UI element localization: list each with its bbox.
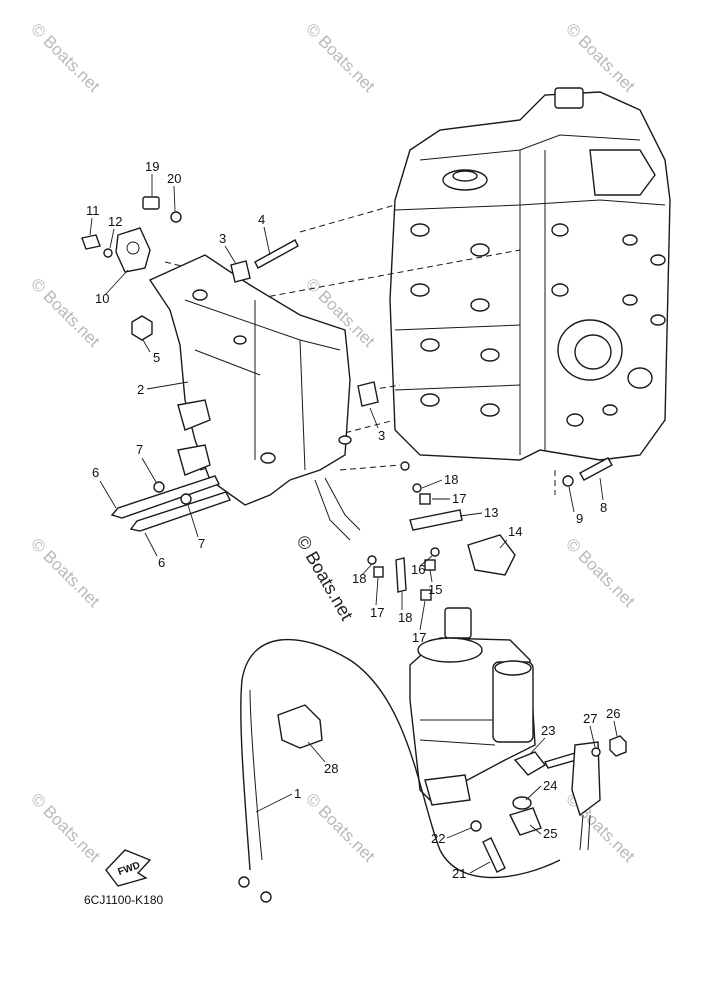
callout-8: 8	[600, 500, 607, 515]
callout-6-upper: 6	[92, 465, 99, 480]
callout-21: 21	[452, 866, 466, 881]
callout-9: 9	[576, 511, 583, 526]
callout-3-upper: 3	[219, 231, 226, 246]
small-parts-upper	[81, 196, 379, 407]
engine-block	[389, 87, 671, 461]
watermark: © Boats.net	[562, 534, 639, 611]
clamp-part	[277, 704, 323, 749]
watermark: © Boats.net	[27, 274, 104, 351]
callout-17-left: 17	[370, 605, 384, 620]
callout-18-left: 18	[352, 571, 366, 586]
watermark: © Boats.net	[302, 789, 379, 866]
callout-26: 26	[606, 706, 620, 721]
callout-3-lower: 3	[378, 428, 385, 443]
callout-25: 25	[543, 826, 557, 841]
center-watermark: © Boats.net	[293, 532, 357, 624]
callout-27: 27	[583, 711, 597, 726]
callout-22: 22	[431, 831, 445, 846]
starter-motor	[409, 607, 536, 806]
watermark: © Boats.net	[27, 534, 104, 611]
callout-5: 5	[153, 350, 160, 365]
callout-11: 11	[86, 203, 100, 218]
diagram-code: 6CJ1100-K180	[84, 893, 163, 907]
callout-18-right: 18	[444, 472, 458, 487]
callout-4: 4	[258, 212, 265, 227]
callout-10: 10	[95, 291, 109, 306]
callout-1: 1	[294, 786, 301, 801]
callout-7-upper: 7	[136, 442, 143, 457]
callout-20: 20	[167, 171, 181, 186]
terminals-center	[314, 461, 516, 601]
callout-6-lower: 6	[158, 555, 165, 570]
watermark: © Boats.net	[27, 19, 104, 96]
watermark: © Boats.net	[562, 789, 639, 866]
fwd-arrow: FWD	[105, 849, 152, 887]
callout-2: 2	[137, 382, 144, 397]
callout-28: 28	[324, 761, 338, 776]
small-parts-lower-right	[470, 735, 627, 873]
bolt-right	[562, 457, 613, 487]
callout-14: 14	[508, 524, 522, 539]
engine-bosses	[410, 223, 666, 427]
callout-13: 13	[484, 505, 498, 520]
callout-18-mid: 18	[398, 610, 412, 625]
callout-7-lower: 7	[198, 536, 205, 551]
bracket-part	[148, 254, 352, 506]
callout-17-right: 17	[452, 491, 466, 506]
callout-15: 15	[428, 582, 442, 597]
battery-cable	[238, 638, 561, 903]
callout-layer: 19 20 11 12 10 4 3 5 2 7 6 6 7 3 18 17 1…	[86, 159, 620, 881]
callout-23: 23	[541, 723, 555, 738]
bolts-left	[110, 475, 231, 532]
callout-12: 12	[108, 214, 122, 229]
callout-17-mid: 17	[412, 630, 426, 645]
watermark: © Boats.net	[27, 789, 104, 866]
callout-24: 24	[543, 778, 557, 793]
watermark: © Boats.net	[302, 19, 379, 96]
watermark: © Boats.net	[562, 19, 639, 96]
callout-16: 16	[411, 562, 425, 577]
callout-19: 19	[145, 159, 159, 174]
